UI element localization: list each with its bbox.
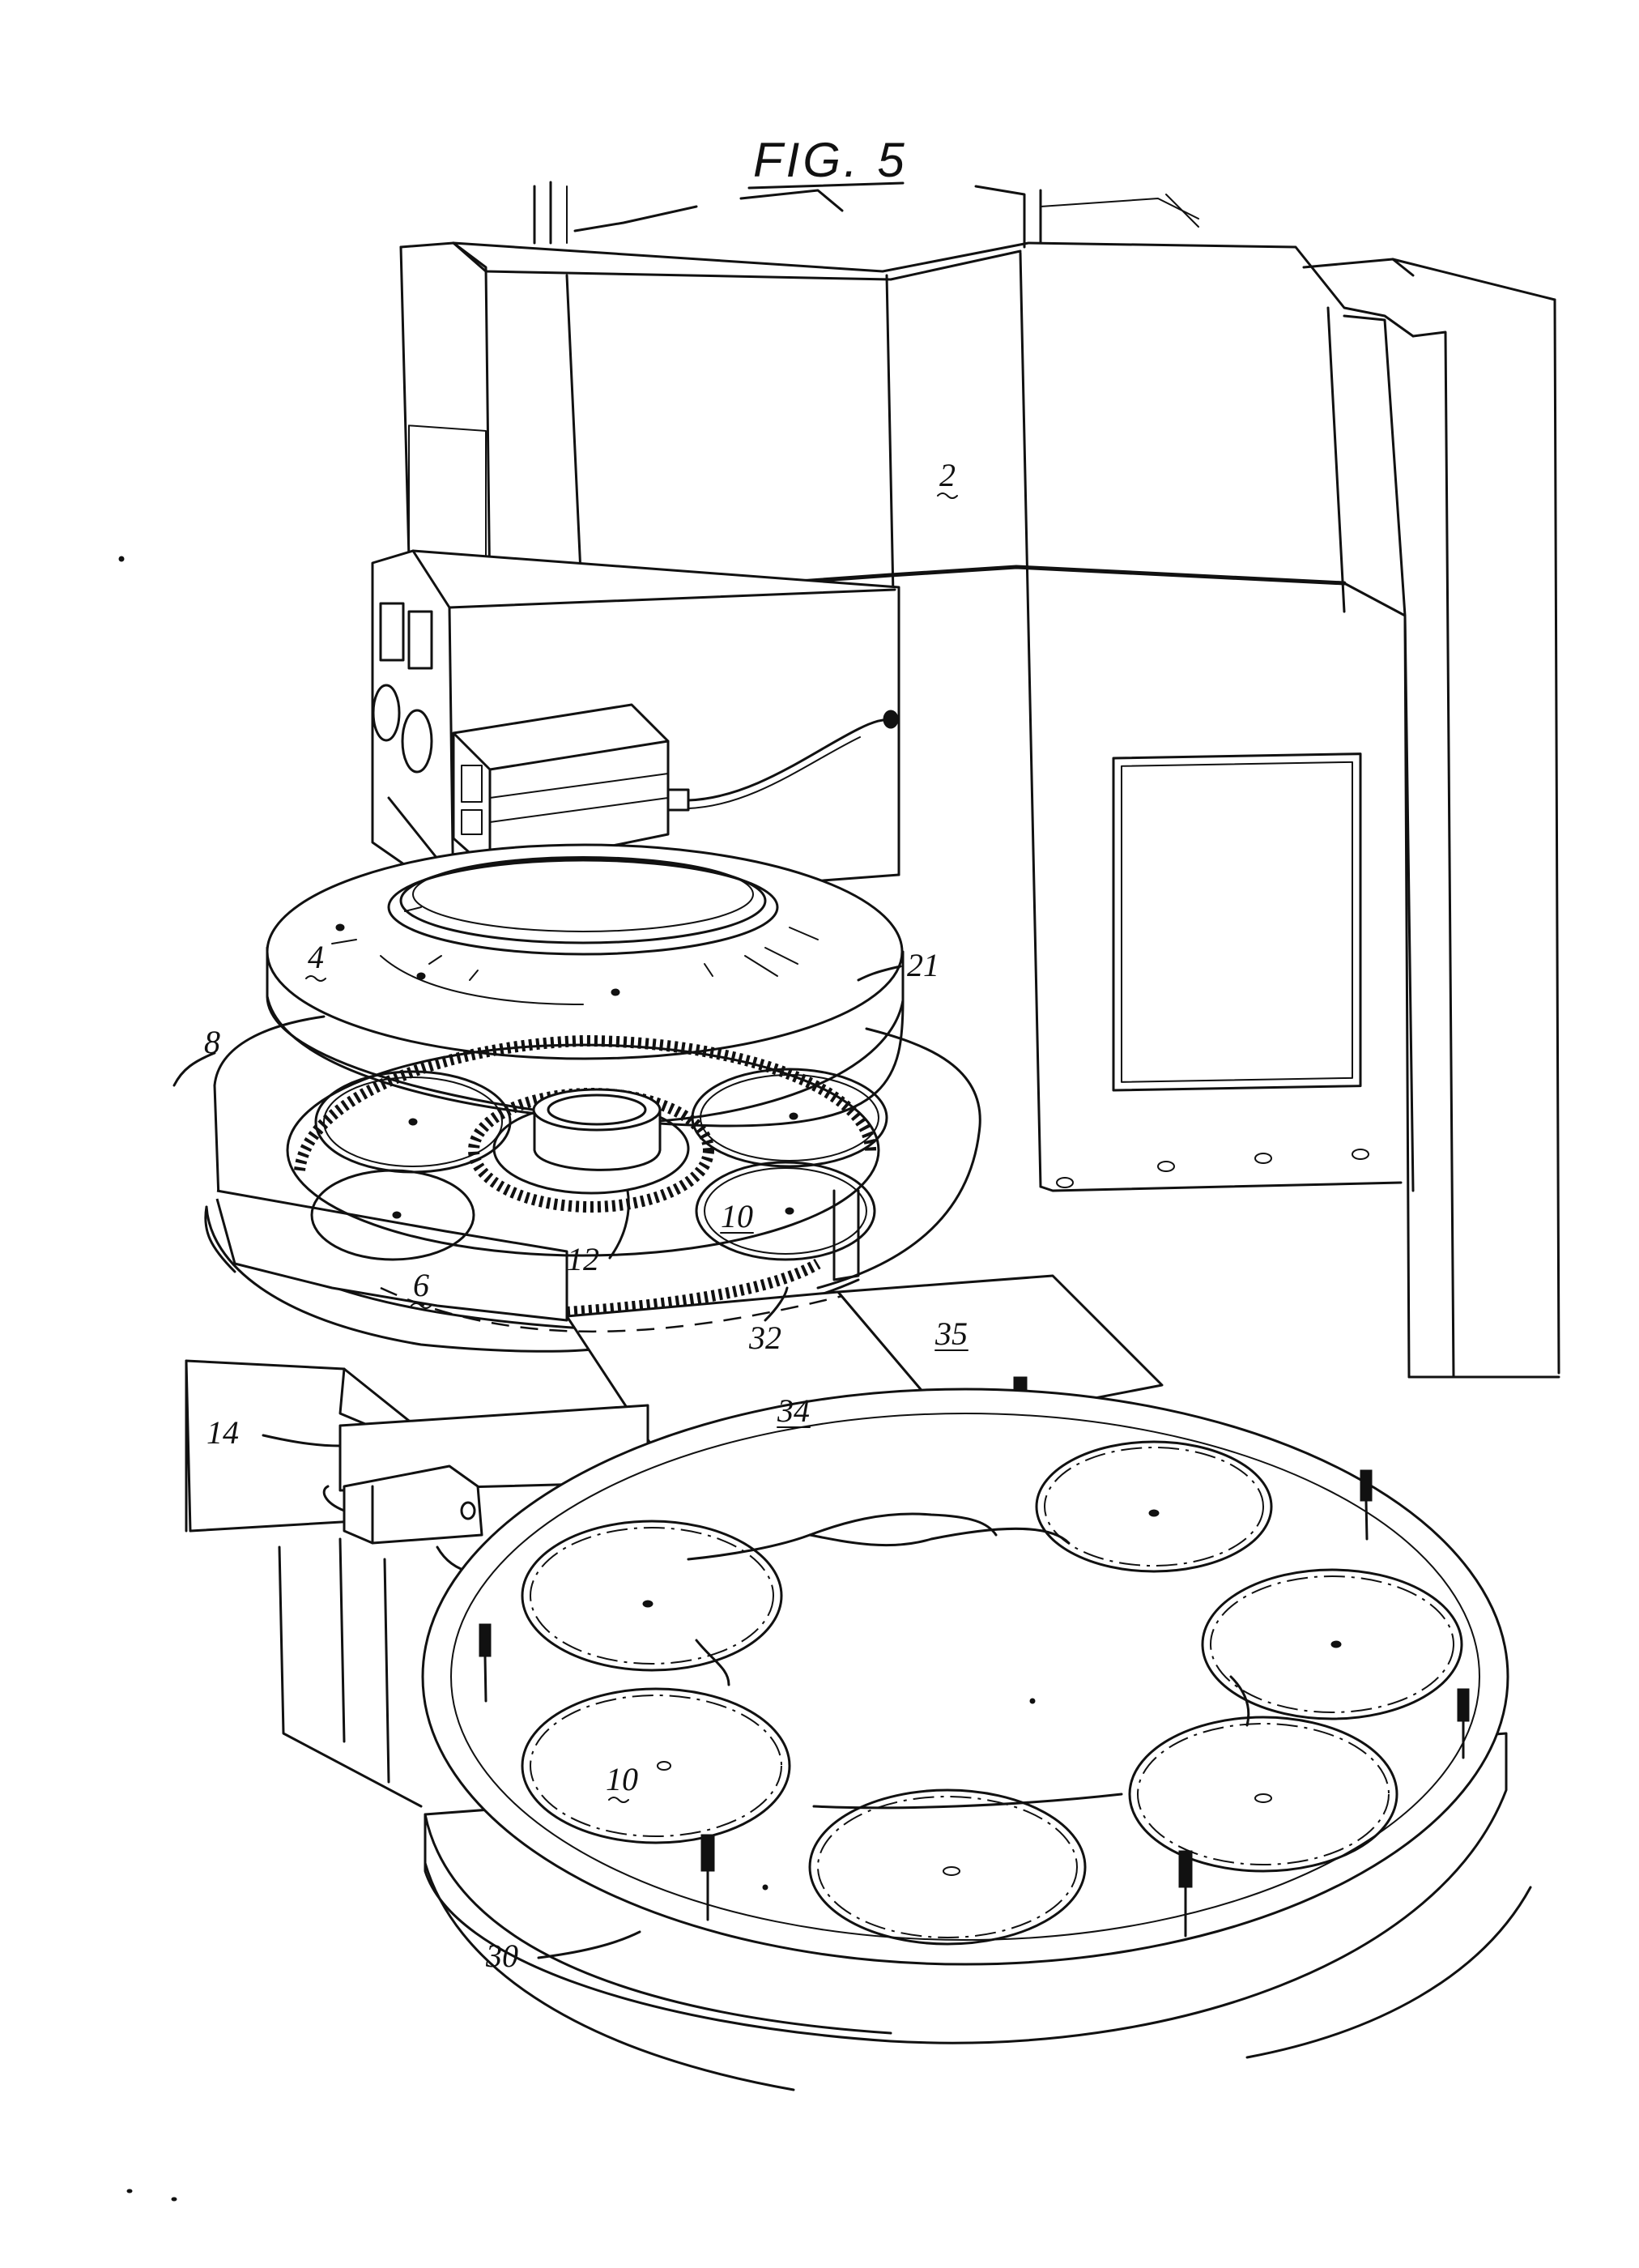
label-2: 2	[939, 457, 956, 493]
label-35: 35	[934, 1315, 968, 1352]
label-30: 30	[485, 1938, 518, 1974]
label-32: 32	[748, 1319, 781, 1356]
label-10-upper: 10	[721, 1198, 753, 1234]
label-14: 14	[206, 1414, 239, 1451]
label-21: 21	[907, 947, 939, 983]
label-10-lower: 10	[606, 1761, 638, 1797]
label-4: 4	[308, 939, 324, 975]
label-34: 34	[777, 1392, 810, 1429]
label-6: 6	[413, 1267, 429, 1303]
figure-title-text: FIG. 5	[753, 133, 908, 187]
label-8: 8	[204, 1024, 220, 1060]
turntable	[423, 1389, 1530, 2090]
figure-title: FIG. 5	[749, 133, 908, 188]
label-12: 12	[567, 1241, 599, 1277]
